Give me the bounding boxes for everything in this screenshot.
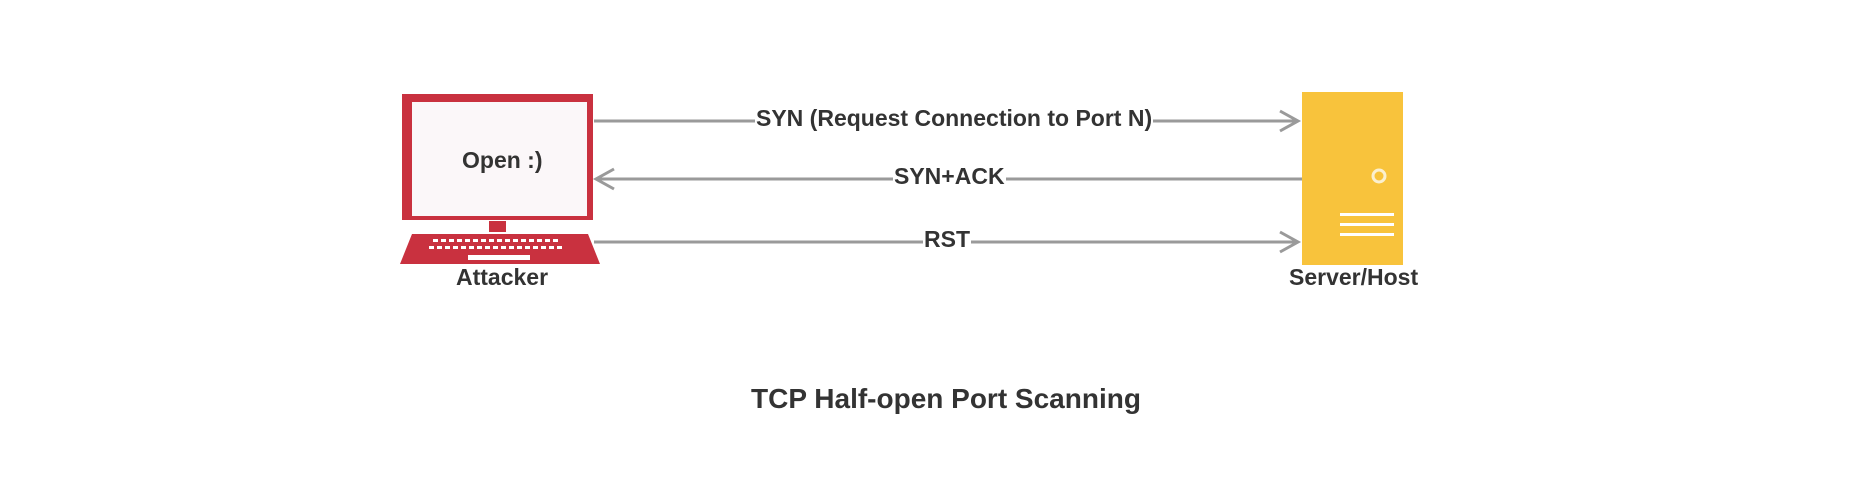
server-body bbox=[1302, 92, 1403, 265]
monitor-stand bbox=[489, 221, 506, 232]
arrow-head-left bbox=[592, 167, 615, 191]
monitor-screen bbox=[412, 102, 587, 216]
server-icon bbox=[1302, 92, 1403, 265]
server-slot-3 bbox=[1340, 233, 1394, 236]
server-power-led bbox=[1371, 168, 1387, 184]
keyboard-keys bbox=[429, 239, 562, 260]
arrow-head-right bbox=[1279, 109, 1302, 133]
arrow-syn-ack-label: SYN+ACK bbox=[893, 163, 1006, 189]
arrow-syn-label: SYN (Request Connection to Port N) bbox=[755, 105, 1154, 131]
arrow-head-right bbox=[1279, 230, 1302, 254]
diagram-title: TCP Half-open Port Scanning bbox=[751, 383, 1141, 414]
attacker-label: Attacker bbox=[456, 264, 549, 290]
server-label: Server/Host bbox=[1289, 264, 1419, 290]
server-slot-2 bbox=[1340, 223, 1394, 226]
server-slot-1 bbox=[1340, 213, 1394, 216]
attacker-computer-icon bbox=[400, 94, 600, 264]
arrow-rst-label: RST bbox=[923, 226, 971, 252]
attacker-screen-text: Open :) bbox=[462, 147, 543, 173]
